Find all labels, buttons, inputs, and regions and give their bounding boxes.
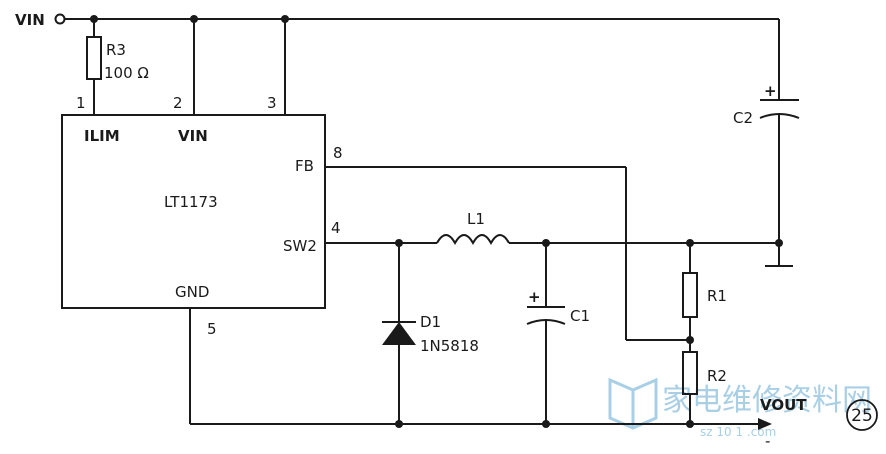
ic-ilim-label: ILIM [84,127,120,145]
r3-value: 100 Ω [104,64,149,82]
resistor-r2 [682,351,698,424]
c1-label: C1 [570,307,590,325]
ic-sw2-label: SW2 [283,237,317,255]
sw2-net [325,239,437,247]
vout-minus: - [765,432,770,450]
c2-plus: + [764,82,777,100]
ic-part-label: LT1173 [164,193,218,211]
ic-vin-label: VIN [178,127,208,145]
r3-name: R3 [106,41,126,59]
vin-terminal [54,13,66,25]
vin-rail [54,13,780,100]
c1-plus: + [528,288,541,306]
figure-number-circle [846,399,878,431]
diode-d1 [382,243,416,424]
resistor-r3 [86,19,102,115]
ic-gnd-label: GND [175,283,209,301]
pin2-number: 2 [173,94,183,112]
ground-rail [189,308,772,430]
watermark-book-icon [608,377,658,430]
fb-net [325,166,694,344]
watermark-url: sz 10 1 .com [700,425,776,439]
capacitor-c1 [526,243,566,424]
pin8-number: 8 [333,144,343,162]
watermark: 家电维修资料网 sz 10 1 .com [608,377,872,439]
r1-label: R1 [707,287,727,305]
d1-name: D1 [420,313,441,331]
d1-part: 1N5818 [420,337,479,355]
r2-label: R2 [707,367,727,385]
pin3-number: 3 [267,94,277,112]
l1-label: L1 [467,210,485,228]
vout-arrow-icon [758,418,772,430]
resistor-r1 [682,243,698,352]
ic-fb-label: FB [295,157,314,175]
pin5-number: 5 [207,320,217,338]
vout-label: VOUT [760,396,807,414]
pin1-number: 1 [76,94,86,112]
pin4-number: 4 [331,219,341,237]
figure-number: 25 [851,406,873,426]
inductor-l1 [436,234,783,247]
c2-label: C2 [733,109,753,127]
vin-terminal-label: VIN [15,11,45,29]
